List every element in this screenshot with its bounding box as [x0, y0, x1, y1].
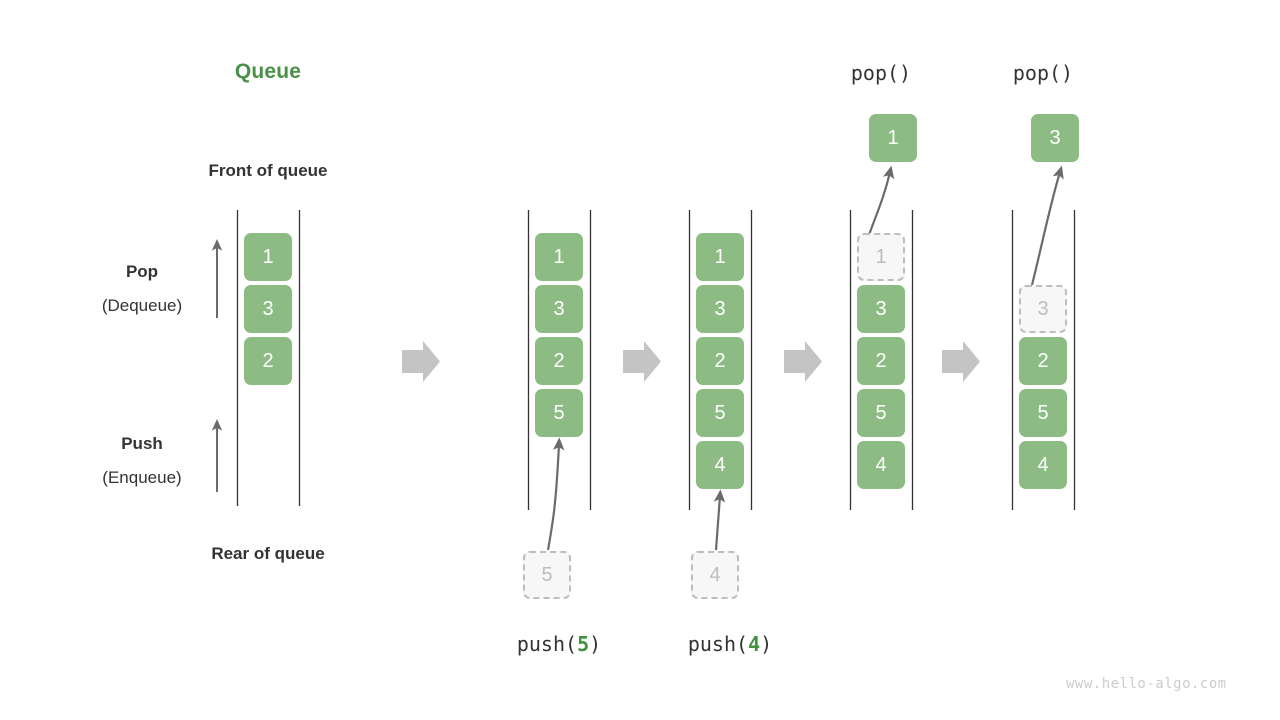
push-4-caption: push(4) — [650, 632, 810, 656]
incoming-ghost-box: 5 — [523, 551, 571, 599]
rear-of-queue-label: Rear of queue — [211, 544, 325, 563]
queue-box: 5 — [696, 389, 744, 437]
pop-3-arrow — [1030, 165, 1064, 286]
queue-box: 3 — [857, 285, 905, 333]
push-label: Push — [121, 434, 163, 453]
pop-label: Pop — [125, 262, 159, 281]
popped-box: 1 — [869, 114, 917, 162]
page-title: Queue — [234, 60, 302, 83]
watermark: www.hello-algo.com — [1066, 676, 1227, 692]
push-4-arrow — [713, 489, 726, 551]
queue-box: 3 — [244, 285, 292, 333]
queue-box: 1 — [535, 233, 583, 281]
step-arrow-2 — [623, 341, 661, 382]
push-5-caption-suffix: ) — [589, 632, 602, 656]
enqueue-label: (Enqueue) — [102, 468, 182, 487]
queue-box: 3 — [696, 285, 744, 333]
pop-label-1: pop() — [850, 61, 912, 85]
queue-box: 4 — [857, 441, 905, 489]
queue-box: 4 — [696, 441, 744, 489]
removed-ghost-box: 1 — [857, 233, 905, 281]
push-5-arrow — [546, 437, 565, 551]
step-arrow-1 — [402, 341, 440, 382]
queue-box: 2 — [857, 337, 905, 385]
push-5-caption: push(5) — [479, 632, 639, 656]
queue-box: 2 — [1019, 337, 1067, 385]
queue-box: 5 — [535, 389, 583, 437]
queue-box: 4 — [1019, 441, 1067, 489]
queue-box: 3 — [535, 285, 583, 333]
incoming-ghost-box: 4 — [691, 551, 739, 599]
popped-box: 3 — [1031, 114, 1079, 162]
removed-ghost-box: 3 — [1019, 285, 1067, 333]
push-4-caption-suffix: ) — [760, 632, 773, 656]
pop-label-2: pop() — [1012, 61, 1074, 85]
push-5-caption-value: 5 — [577, 632, 590, 656]
queue-box: 2 — [696, 337, 744, 385]
push-4-caption-prefix: push( — [687, 632, 749, 656]
queue-box: 5 — [857, 389, 905, 437]
step-arrow-4 — [942, 341, 980, 382]
dequeue-label: (Dequeue) — [101, 296, 183, 315]
push-5-caption-prefix: push( — [516, 632, 578, 656]
queue-box: 1 — [244, 233, 292, 281]
step-arrow-3 — [784, 341, 822, 382]
queue-box: 2 — [535, 337, 583, 385]
queue-box: 5 — [1019, 389, 1067, 437]
queue-box: 1 — [696, 233, 744, 281]
push-4-caption-value: 4 — [748, 632, 761, 656]
pop-1-arrow — [867, 165, 895, 236]
queue-box: 2 — [244, 337, 292, 385]
front-of-queue-label: Front of queue — [208, 161, 328, 180]
